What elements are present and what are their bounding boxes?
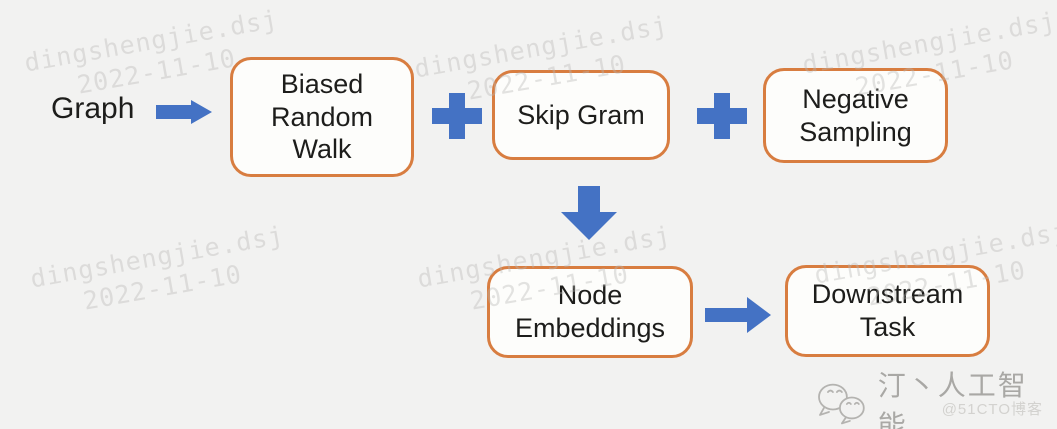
plus-icon	[697, 93, 747, 139]
arrow-down-to-embeddings-icon	[561, 186, 617, 240]
watermark: dingshengjie.dsj 2022-11-10	[28, 219, 292, 325]
node-node-embeddings: Node Embeddings	[487, 266, 693, 358]
node-downstream-task: Downstream Task	[785, 265, 990, 357]
arrow-right-to-downstream-icon	[705, 297, 771, 333]
arrow-right-graph-to-walk-icon	[156, 100, 212, 124]
node-label: Negative Sampling	[799, 83, 912, 147]
account-name: 汀丶人工智能	[877, 370, 1028, 429]
node-label: Skip Gram	[517, 99, 645, 130]
wechat-icon	[818, 383, 865, 425]
node-biased-random-walk: Biased Random Walk	[230, 57, 414, 177]
plus-icon	[432, 93, 482, 139]
watermark-line1: dingshengjie.dsj	[28, 220, 287, 294]
watermark-line2: 2022-11-10	[81, 259, 245, 316]
credit-label: @51CTO博客	[941, 401, 1043, 418]
node-label: Downstream Task	[811, 279, 964, 342]
node-skip-gram: Skip Gram	[492, 70, 670, 160]
node-label: Node Embeddings	[514, 280, 666, 343]
node-negative-sampling: Negative Sampling	[763, 68, 948, 163]
footer-branding: 汀丶人工智能	[816, 364, 1057, 429]
node-label: Biased Random Walk	[270, 68, 374, 165]
graph-label: Graph	[51, 92, 135, 125]
